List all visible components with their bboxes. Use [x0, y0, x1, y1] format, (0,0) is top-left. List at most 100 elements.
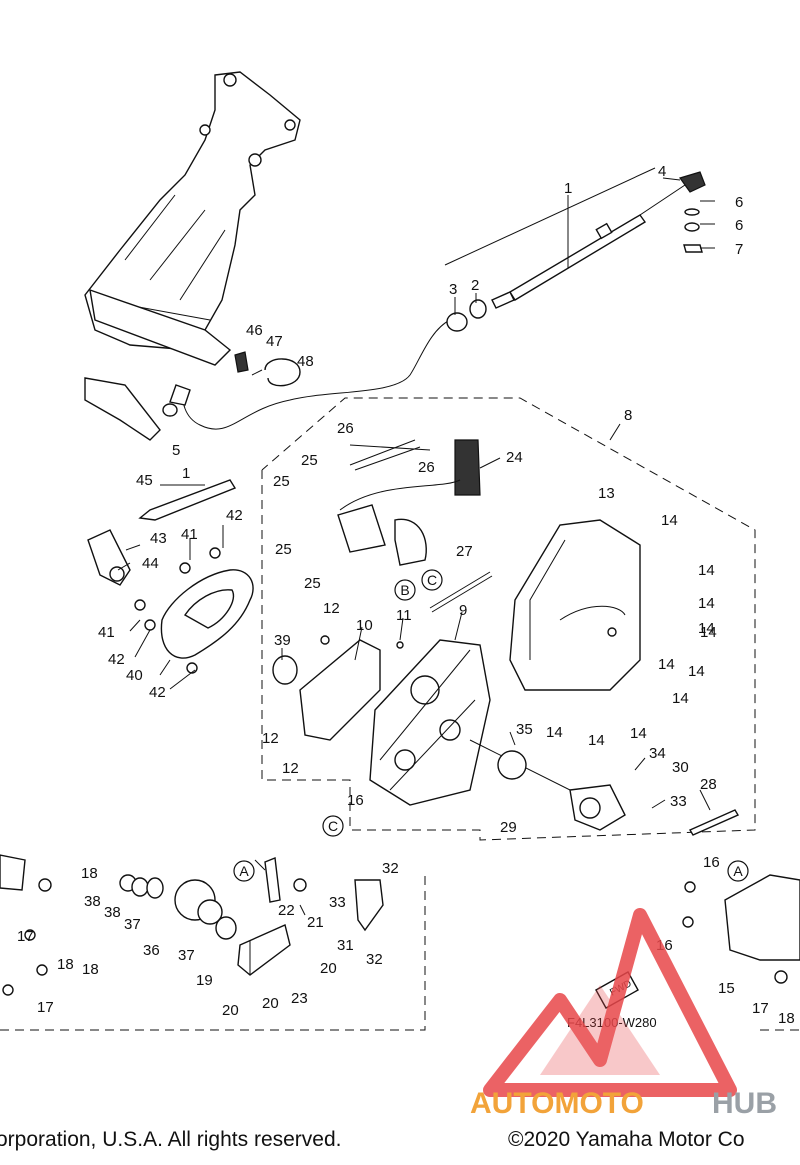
callout-36: 36 — [143, 942, 160, 959]
cover-13 — [509, 519, 641, 691]
callout-32a: 32 — [382, 860, 399, 877]
callout-26a: 26 — [337, 420, 354, 437]
callout-20a: 20 — [320, 960, 337, 977]
callout-14g: 14 — [672, 690, 689, 707]
callout-17c: 17 — [752, 1000, 769, 1017]
callout-42c: 42 — [149, 684, 166, 701]
callout-41b: 41 — [98, 624, 115, 641]
callout-14a: 14 — [661, 512, 678, 529]
callout-18a: 18 — [81, 865, 98, 882]
ref-b-marker: B — [394, 579, 416, 601]
callout-18c: 18 — [82, 961, 99, 978]
clamp-assembly — [234, 351, 301, 387]
callout-19: 19 — [196, 972, 213, 989]
callout-12b: 12 — [262, 730, 279, 747]
watermark-text-part2: HUB — [712, 1087, 777, 1120]
callout-14f: 14 — [688, 663, 705, 680]
callout-6b: 6 — [735, 217, 743, 234]
gear-shaft-assembly — [469, 739, 740, 836]
callout-14b: 14 — [698, 562, 715, 579]
assembly-8-outline — [261, 397, 756, 841]
callout-29: 29 — [500, 819, 517, 836]
callout-16b: 16 — [703, 854, 720, 871]
callout-38a: 38 — [84, 893, 101, 910]
callout-23: 23 — [291, 990, 308, 1007]
callout-31: 31 — [337, 937, 354, 954]
callout-40: 40 — [126, 667, 143, 684]
callout-18b: 18 — [57, 956, 74, 973]
callout-18d: 18 — [778, 1010, 795, 1027]
watermark-text-part1: AUTOMOTO — [470, 1087, 644, 1120]
callout-12a: 12 — [323, 600, 340, 617]
callout-47: 47 — [266, 333, 283, 350]
callout-39: 39 — [274, 632, 291, 649]
cable-assembly — [162, 171, 706, 430]
callout-6a: 6 — [735, 194, 743, 211]
ref-a-label: A — [239, 863, 249, 879]
callout-10: 10 — [356, 617, 373, 634]
callout-8: 8 — [624, 407, 632, 424]
ref-a-marker-left: A — [233, 860, 255, 882]
callout-30: 30 — [672, 759, 689, 776]
watermark-logo-icon — [483, 908, 737, 1097]
ref-a-marker-right: A — [727, 860, 749, 882]
ref-a-label-2: A — [733, 863, 743, 879]
housing-assembly — [272, 635, 491, 806]
callout-48: 48 — [297, 353, 314, 370]
callout-33a: 33 — [670, 793, 687, 810]
leader-lines — [117, 167, 715, 975]
ref-c-marker-lower: C — [322, 815, 344, 837]
callout-38b: 38 — [104, 904, 121, 921]
wire-harness — [337, 439, 493, 613]
callout-12c: 12 — [282, 760, 299, 777]
ref-c-label-2: C — [328, 818, 338, 834]
callout-42a: 42 — [226, 507, 243, 524]
ref-c-marker-upper: C — [421, 569, 443, 591]
callout-3: 3 — [449, 281, 457, 298]
callout-41a: 41 — [181, 526, 198, 543]
callout-14c: 14 — [698, 595, 715, 612]
callout-37b: 37 — [178, 947, 195, 964]
callout-labels: 1 1 2 3 4 5 6 6 7 8 9 10 11 12 12 12 13 … — [17, 163, 795, 1027]
callout-7: 7 — [735, 241, 743, 258]
callout-14d: 14 — [698, 620, 715, 637]
callout-24: 24 — [506, 449, 523, 466]
callout-9: 9 — [459, 602, 467, 619]
callout-2: 2 — [471, 277, 479, 294]
callout-20c: 20 — [222, 1002, 239, 1019]
callout-26b: 26 — [418, 459, 435, 476]
ref-b-label: B — [400, 582, 409, 598]
callout-32b: 32 — [366, 951, 383, 968]
callout-4: 4 — [658, 163, 666, 180]
lever-bracket-assembly — [87, 479, 254, 674]
copyright-right: ©2020 Yamaha Motor Co — [508, 1128, 745, 1151]
callout-22: 22 — [278, 902, 295, 919]
ref-c-label: C — [427, 572, 437, 588]
callout-5: 5 — [172, 442, 180, 459]
callout-1: 1 — [564, 180, 572, 197]
callout-20b: 20 — [262, 995, 279, 1012]
callout-37a: 37 — [124, 916, 141, 933]
callout-21: 21 — [307, 914, 324, 931]
callout-25c: 25 — [275, 541, 292, 558]
callout-16a: 16 — [347, 792, 364, 809]
callout-44: 44 — [142, 555, 159, 572]
callout-35: 35 — [516, 721, 533, 738]
callout-13: 13 — [598, 485, 615, 502]
callout-15: 15 — [718, 980, 735, 997]
lower-gear-assembly — [0, 854, 800, 1031]
callout-34: 34 — [649, 745, 666, 762]
callout-14k: 14 — [700, 624, 717, 641]
steering-bracket-frame — [84, 71, 301, 441]
callout-46: 46 — [246, 322, 263, 339]
copyright-left: orporation, U.S.A. All rights reserved. — [0, 1128, 342, 1151]
callout-42b: 42 — [108, 651, 125, 668]
callout-43: 43 — [150, 530, 167, 547]
callout-1b: 1 — [182, 465, 190, 482]
callout-25a: 25 — [301, 452, 318, 469]
callout-45: 45 — [136, 472, 153, 489]
callout-14i: 14 — [546, 724, 563, 741]
callout-14e: 14 — [658, 656, 675, 673]
callout-17b: 17 — [37, 999, 54, 1016]
callout-25b: 25 — [273, 473, 290, 490]
